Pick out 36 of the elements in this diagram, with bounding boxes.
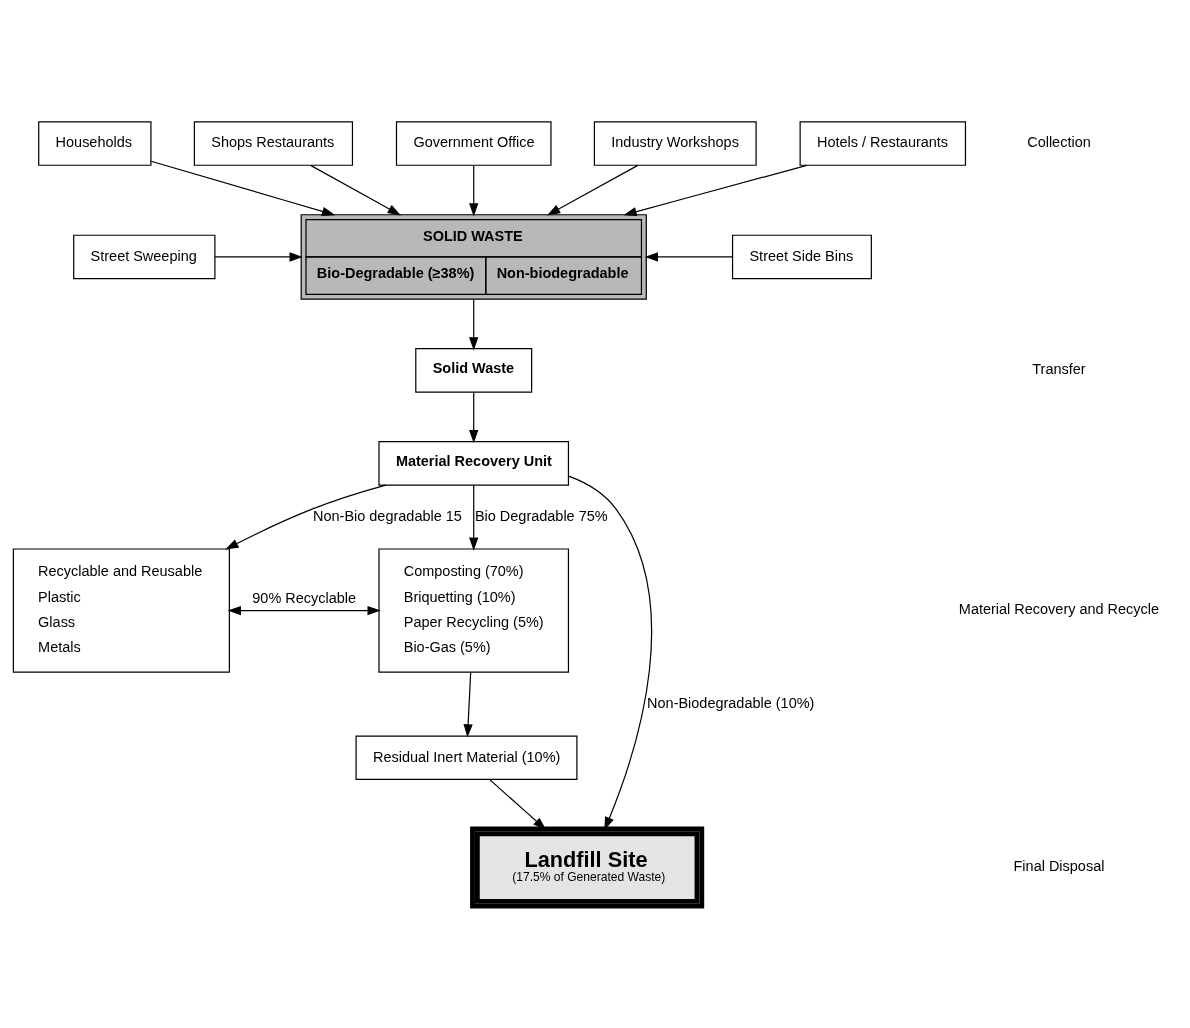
arrow — [214, 252, 303, 262]
arrow — [150, 160, 336, 216]
arrow — [227, 605, 381, 616]
edge-label: Non-Biodegradable (10%) — [647, 694, 815, 711]
node-box: Industry Workshops — [593, 121, 757, 166]
arrow — [225, 484, 387, 550]
node-box: Composting (70%) Briquetting (10%) Paper Recycling (5%) Bio-Gas (5%) — [378, 548, 570, 673]
node-box: Shops Restaurants — [193, 121, 354, 166]
arrow — [469, 391, 479, 444]
node-box: SOLID WASTE Bio-Degradable (≥38%) Non-biodegradable — [300, 214, 647, 300]
label: Final Disposal — [1013, 858, 1105, 875]
label: Transfer — [1032, 361, 1086, 378]
node-box: Street Side Bins — [731, 234, 872, 280]
node-box: Street Sweeping — [73, 234, 216, 280]
label: Material Recovery and Recycle — [958, 601, 1160, 618]
node-box: Households — [38, 121, 152, 166]
arrow — [469, 298, 479, 351]
edge-label: 90% Recyclable — [252, 589, 357, 606]
arrow — [310, 164, 401, 216]
node-box: Government Office — [395, 121, 552, 166]
arrow — [469, 165, 479, 217]
arrow — [644, 252, 734, 262]
node-box: Residual Inert Material (10%) — [355, 735, 578, 781]
edge-label: Non-Bio degradable 15 — [313, 507, 462, 524]
edge-label: Bio Degradable 75% — [474, 507, 608, 524]
node-box: Recyclable and Reusable Plastic Glass Metals — [12, 548, 230, 673]
arrow — [463, 671, 473, 738]
arrow — [489, 779, 547, 830]
arrow — [546, 164, 639, 216]
arrow — [623, 164, 808, 217]
label: Collection — [1027, 134, 1091, 151]
node-box: Hotels / Restaurants — [799, 121, 967, 166]
node-box: Solid Waste — [415, 348, 533, 393]
node-box: Landfill Site (17.5% of Generated Waste) — [470, 826, 705, 909]
node-box: Material Recovery Unit — [378, 441, 570, 486]
arrow — [469, 484, 479, 551]
